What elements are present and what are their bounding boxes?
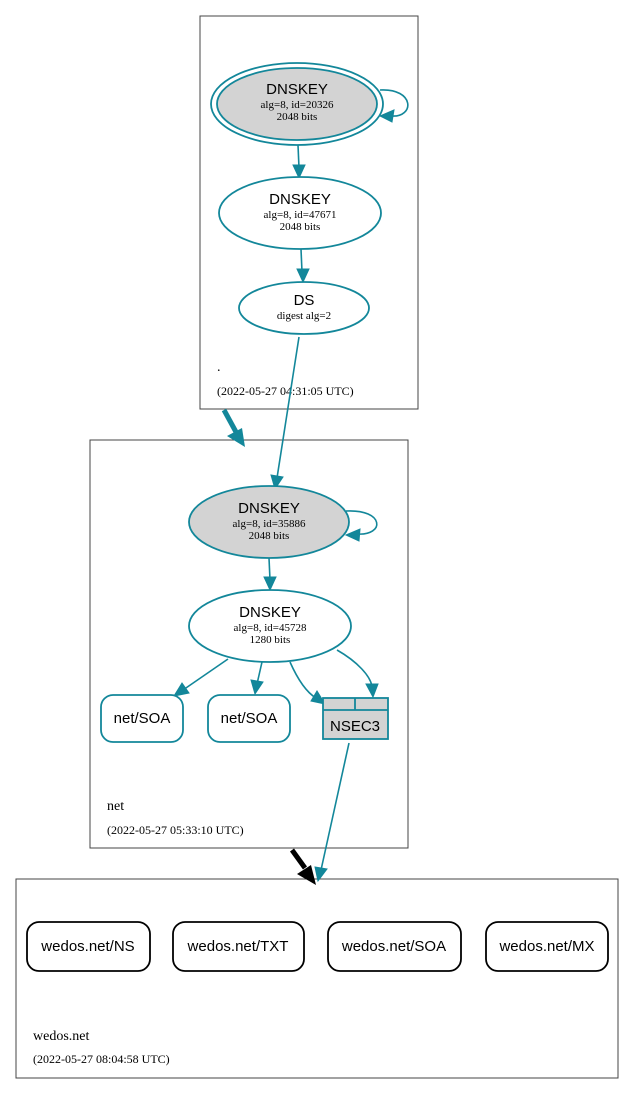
root-ksk-to-zsk-arrowhead <box>292 164 306 180</box>
net-zsk-to-nsec3-arrowhead-a <box>310 690 327 705</box>
wedos-mx-label: wedos.net/MX <box>498 938 594 955</box>
root-ksk-self-signature-edge <box>379 89 409 117</box>
root-dnskey-zsk-type: DNSKEY <box>269 191 331 208</box>
zone-wedos-box <box>15 878 619 1079</box>
wedos-ns-node[interactable]: wedos.net/NS <box>26 921 151 972</box>
root-ksk-self-signature-arrowhead <box>378 109 395 123</box>
wedos-soa-node[interactable]: wedos.net/SOA <box>327 921 462 972</box>
root-dnskey-ksk-type: DNSKEY <box>266 81 328 98</box>
net-nsec3-node[interactable]: NSEC3 <box>322 697 389 740</box>
net-nsec3-to-wedos-arrowhead <box>314 866 328 883</box>
root-dnskey-zsk-node[interactable]: DNSKEY alg=8, id=47671 2048 bits <box>218 176 382 250</box>
wedos-zone-timestamp: (2022-05-27 08:04:58 UTC) <box>33 1052 170 1066</box>
net-soa-1-label: net/SOA <box>114 710 171 727</box>
wedos-zone-name: wedos.net <box>33 1029 89 1044</box>
net-dnskey-zsk-detail: alg=8, id=45728 <box>234 622 307 634</box>
root-zsk-to-ds-edge <box>300 248 303 273</box>
net-zone-name: net <box>107 799 124 814</box>
net-ksk-to-zsk-edge <box>268 557 271 581</box>
root-dnskey-zsk-detail: alg=8, id=47671 <box>264 209 337 221</box>
root-zsk-to-ds-arrowhead <box>296 268 310 284</box>
net-dnskey-zsk-node[interactable]: DNSKEY alg=8, id=45728 1280 bits <box>188 589 352 663</box>
root-ds-to-net-ksk-edge <box>276 336 300 479</box>
net-nsec3-to-wedos-edge <box>320 742 350 871</box>
root-to-net-delegation-edge <box>221 408 239 434</box>
net-zsk-to-soa2-arrowhead <box>250 679 264 696</box>
wedos-soa-label: wedos.net/SOA <box>341 938 446 955</box>
net-dnskey-ksk-bits: 2048 bits <box>249 530 290 542</box>
root-dnskey-ksk-detail: alg=8, id=20326 <box>261 99 334 111</box>
net-soa-1-node[interactable]: net/SOA <box>100 694 184 743</box>
root-zone-timestamp: (2022-05-27 04:31:05 UTC) <box>217 384 354 398</box>
net-dnskey-ksk-detail: alg=8, id=35886 <box>233 518 306 530</box>
net-ksk-self-signature-edge <box>345 510 378 535</box>
net-soa-2-node[interactable]: net/SOA <box>207 694 291 743</box>
net-zsk-to-nsec3-arrowhead-b <box>365 683 379 699</box>
root-ksk-to-zsk-edge <box>297 144 300 169</box>
root-dnskey-zsk-bits: 2048 bits <box>280 221 321 233</box>
net-dnskey-zsk-bits: 1280 bits <box>250 634 291 646</box>
root-ds-node[interactable]: DS digest alg=2 <box>238 281 370 335</box>
root-dnskey-ksk-bits: 2048 bits <box>277 111 318 123</box>
net-nsec3-label: NSEC3 <box>330 718 380 735</box>
net-zsk-to-nsec3-edge-b <box>336 649 373 687</box>
root-zone-name: . <box>217 360 221 375</box>
wedos-txt-node[interactable]: wedos.net/TXT <box>172 921 305 972</box>
net-zsk-to-soa1-edge <box>182 658 229 691</box>
wedos-mx-node[interactable]: wedos.net/MX <box>485 921 609 972</box>
net-dnskey-ksk-node[interactable]: DNSKEY alg=8, id=35886 2048 bits <box>188 485 350 559</box>
net-zsk-to-soa1-arrowhead <box>172 682 190 697</box>
net-zone-timestamp: (2022-05-27 05:33:10 UTC) <box>107 823 244 837</box>
net-dnskey-zsk-type: DNSKEY <box>239 604 301 621</box>
wedos-txt-label: wedos.net/TXT <box>187 938 289 955</box>
net-to-wedos-delegation-arrowhead <box>297 865 316 885</box>
root-ds-type: DS <box>294 292 315 309</box>
net-to-wedos-delegation-edge <box>289 848 308 870</box>
net-ksk-to-zsk-arrowhead <box>263 576 277 592</box>
wedos-ns-label: wedos.net/NS <box>40 938 134 955</box>
root-ds-detail: digest alg=2 <box>277 310 331 322</box>
net-ksk-self-signature-arrowhead <box>344 528 361 542</box>
net-zsk-to-soa2-edge <box>256 661 263 685</box>
root-to-net-delegation-arrowhead <box>227 428 245 447</box>
root-dnskey-ksk-node[interactable]: DNSKEY alg=8, id=20326 2048 bits <box>210 62 384 146</box>
net-soa-2-label: net/SOA <box>221 710 278 727</box>
net-dnskey-ksk-type: DNSKEY <box>238 500 300 517</box>
